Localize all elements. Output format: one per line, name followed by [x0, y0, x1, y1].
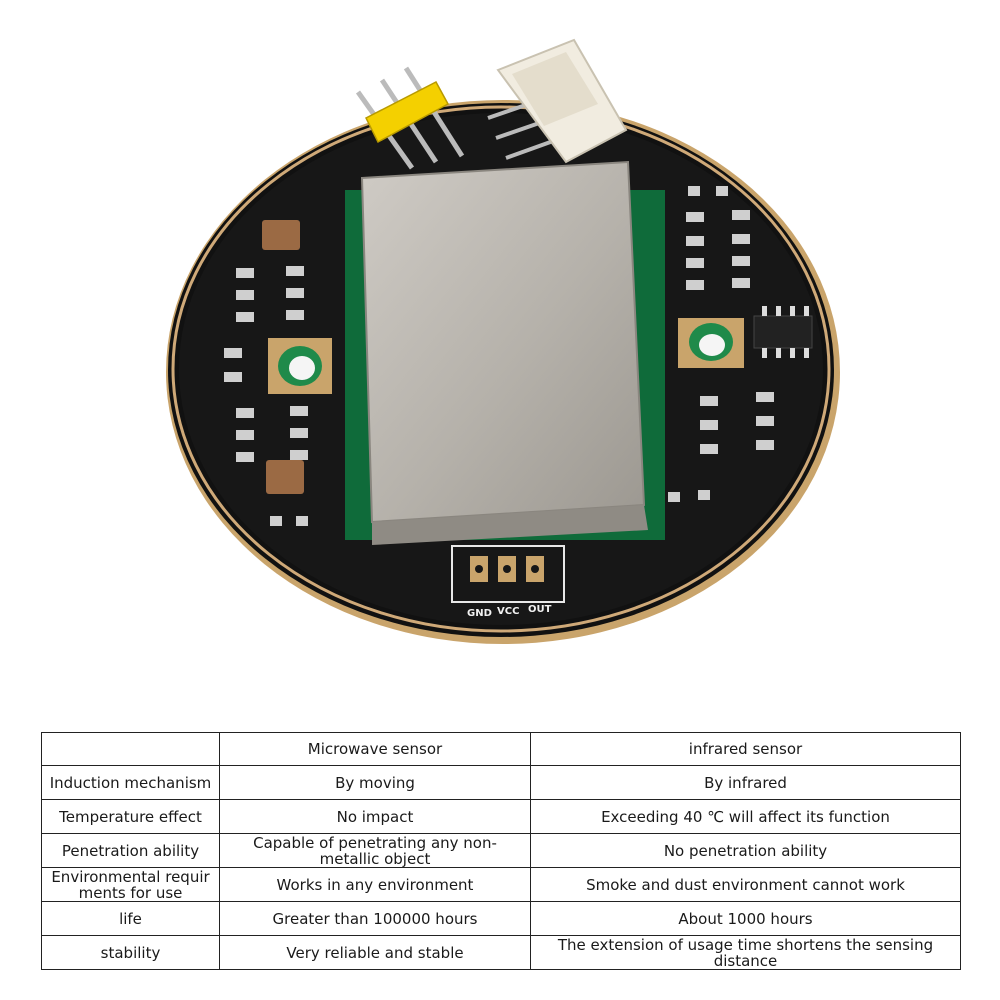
header-cell-microwave: Microwave sensor: [219, 732, 531, 766]
microwave-cell: By moving: [219, 765, 531, 800]
table-row: life Greater than 100000 hours About 100…: [41, 901, 961, 936]
header-cell-empty: [41, 732, 220, 766]
row-label: Penetration ability: [41, 833, 220, 868]
smd-components: [224, 186, 774, 526]
pin-label-gnd: GND: [467, 608, 492, 619]
header-cell-infrared: infrared sensor: [530, 732, 961, 766]
row-label: stability: [41, 935, 220, 970]
infrared-cell: The extension of usage time shortens the…: [530, 935, 961, 970]
table-row: stability Very reliable and stable The e…: [41, 935, 961, 970]
microwave-cell: Very reliable and stable: [219, 935, 531, 970]
row-label: Induction mechanism: [41, 765, 220, 800]
infrared-cell: By infrared: [530, 765, 961, 800]
pin-pads: [451, 545, 565, 603]
mounting-holes: [268, 318, 744, 394]
infrared-cell: About 1000 hours: [530, 901, 961, 936]
table-header-row: Microwave sensor infrared sensor: [41, 732, 961, 766]
infrared-cell: Smoke and dust environment cannot work: [530, 867, 961, 902]
pin-labels: GND VCC OUT: [467, 604, 552, 619]
microwave-cell: Capable of penetrating any non-metallic …: [219, 833, 531, 868]
infrared-cell: Exceeding 40 ℃ will affect its function: [530, 799, 961, 834]
jst-connector: [487, 38, 628, 164]
product-photo: GND VCC OUT: [166, 38, 840, 644]
table-row: Temperature effect No impact Exceeding 4…: [41, 799, 961, 834]
row-label: Environmental requir ments for use: [41, 867, 220, 902]
capacitors: [262, 220, 304, 494]
pin-header: [355, 66, 465, 170]
microwave-cell: No impact: [219, 799, 531, 834]
row-label: Temperature effect: [41, 799, 220, 834]
table-row: Induction mechanism By moving By infrare…: [41, 765, 961, 800]
microwave-cell: Greater than 100000 hours: [219, 901, 531, 936]
ic-chip: [753, 306, 813, 358]
pin-label-vcc: VCC: [497, 606, 519, 617]
row-label: life: [41, 901, 220, 936]
table-row: Environmental requir ments for use Works…: [41, 867, 961, 902]
table-row: Penetration ability Capable of penetrati…: [41, 833, 961, 868]
rf-shield: [345, 160, 665, 545]
comparison-table: Microwave sensor infrared sensor Inducti…: [41, 732, 961, 970]
microwave-cell: Works in any environment: [219, 867, 531, 902]
pin-label-out: OUT: [528, 604, 552, 615]
infrared-cell: No penetration ability: [530, 833, 961, 868]
